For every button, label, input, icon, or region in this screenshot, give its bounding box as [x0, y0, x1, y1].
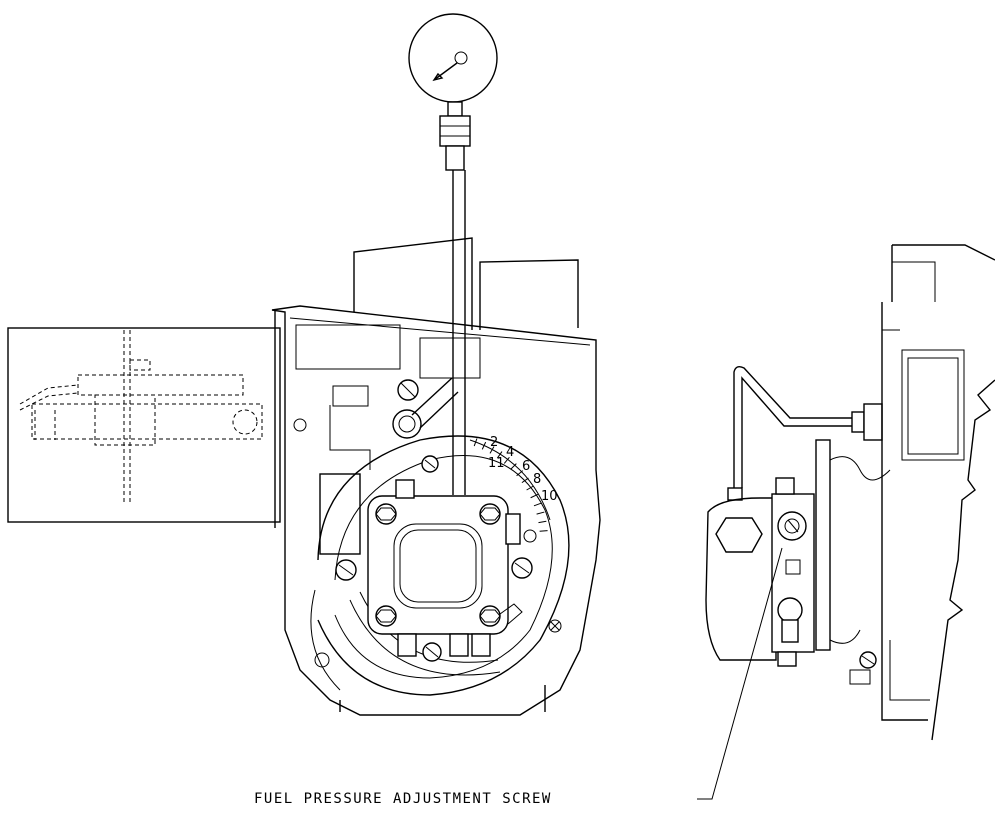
dial-tick [510, 463, 517, 470]
dial-tick [516, 470, 524, 477]
dial-tick [536, 511, 545, 515]
dial-tick [521, 477, 529, 484]
dial-tick [481, 441, 487, 450]
dial-number: 11 [488, 456, 505, 471]
dial-tick [539, 530, 548, 532]
dial-tick [538, 520, 547, 524]
dial-number: 4 [506, 445, 514, 460]
dial-tick [473, 438, 478, 447]
burner-tube-panel [7, 327, 281, 523]
dial-tick [530, 493, 539, 499]
air-adjustment-dial: 2 4 6 8 10 11 [469, 435, 558, 532]
dial-number: 10 [541, 489, 558, 504]
dial-tick [503, 456, 510, 464]
burner-front-view [271, 237, 601, 716]
dial-number: 8 [533, 472, 541, 487]
dial-number: 2 [490, 435, 498, 450]
dial-tick [533, 502, 542, 507]
fuel-pressure-callout: FUEL PRESSURE ADJUSTMENT SCREW [254, 547, 783, 807]
pressure-gauge [408, 13, 498, 171]
callout-label: FUEL PRESSURE ADJUSTMENT SCREW [254, 791, 552, 807]
dial-tick [489, 446, 495, 454]
dial-number: 6 [522, 459, 530, 474]
dial-tick [526, 485, 534, 491]
fuel-pump [335, 455, 533, 662]
dial-tick [496, 451, 503, 459]
burner-side-view [705, 244, 995, 741]
